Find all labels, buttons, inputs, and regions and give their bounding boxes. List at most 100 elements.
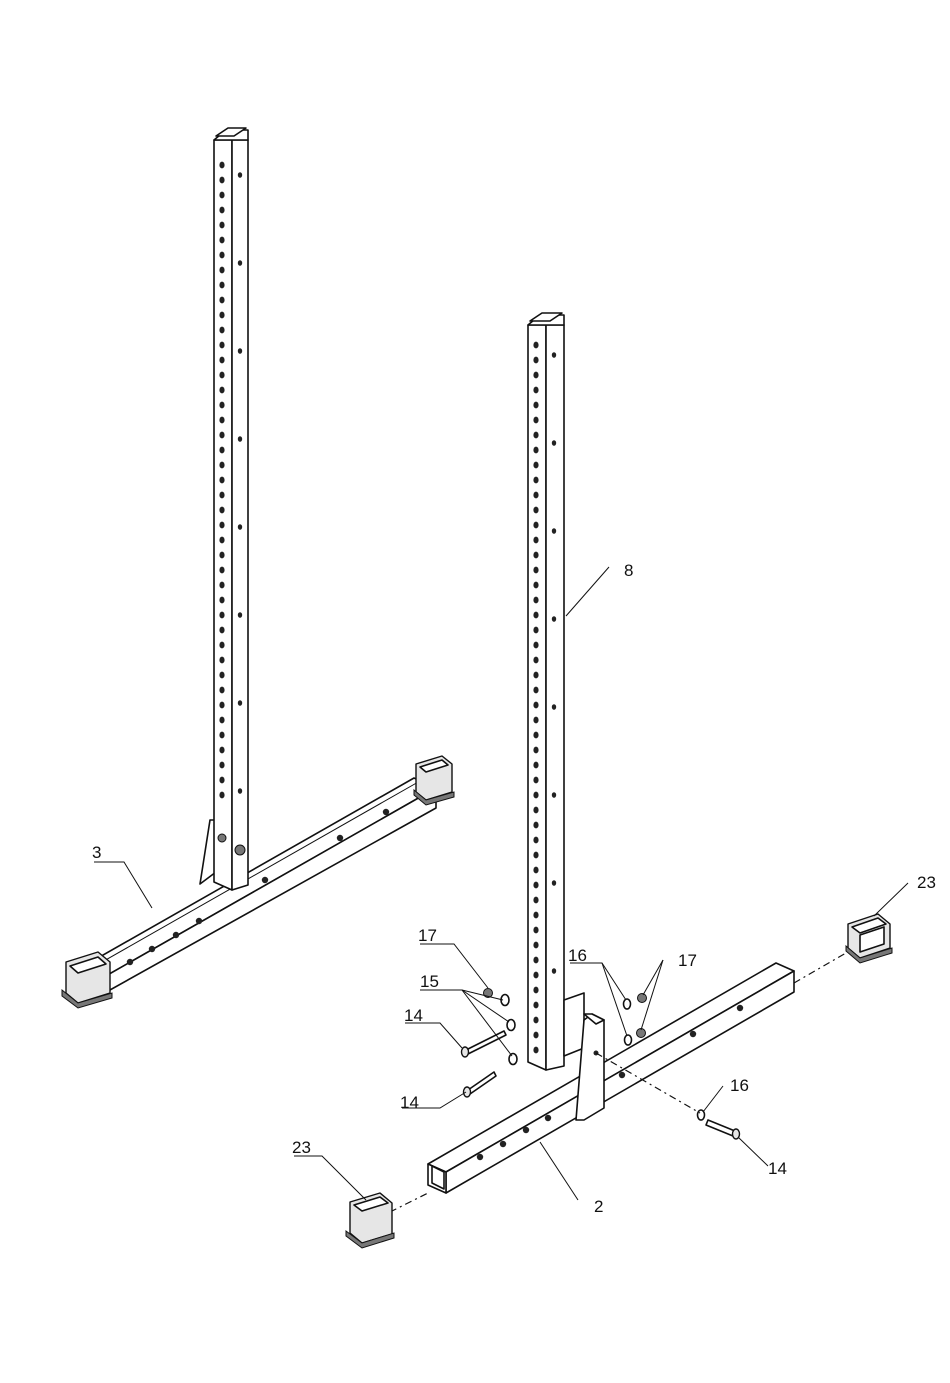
- left-base-beam: [68, 778, 436, 1000]
- upright-hole: [219, 582, 224, 589]
- upright-hole: [533, 1047, 538, 1054]
- right-upright-assembly: [428, 313, 794, 1193]
- upright-hole: [533, 927, 538, 934]
- upright-hole: [219, 762, 224, 769]
- upright-hole: [533, 567, 538, 574]
- upright-hole: [219, 447, 224, 454]
- upright-hole: [533, 717, 538, 724]
- bolt-14-upper: [462, 1031, 507, 1057]
- washer-16-top: [624, 999, 632, 1045]
- upright-hole: [533, 702, 538, 709]
- upright-hole: [533, 912, 538, 919]
- washer-15-group: [501, 995, 517, 1065]
- upright-hole: [533, 777, 538, 784]
- upright-hole: [533, 522, 538, 529]
- left-bolt-head-2: [235, 845, 245, 855]
- upright-hole: [219, 222, 224, 229]
- upright-hole: [219, 297, 224, 304]
- callout-23-left: 23: [292, 1138, 311, 1157]
- upright-hole: [533, 387, 538, 394]
- upright-hole: [219, 267, 224, 274]
- upright-hole: [219, 417, 224, 424]
- upright-hole: [533, 372, 538, 379]
- upright-hole: [219, 372, 224, 379]
- upright-hole: [533, 942, 538, 949]
- upright-hole: [533, 807, 538, 814]
- upright-hole: [533, 822, 538, 829]
- assembly-line-left-cap: [390, 1192, 430, 1212]
- upright-hole: [533, 642, 538, 649]
- upright-hole: [219, 597, 224, 604]
- upright-hole: [533, 897, 538, 904]
- upright-hole: [533, 972, 538, 979]
- upright-hole: [533, 687, 538, 694]
- upright-side-hole: [238, 172, 242, 178]
- upright-hole: [219, 312, 224, 319]
- left-base-foot-cap-rear: [414, 756, 454, 805]
- upright-hole: [533, 747, 538, 754]
- upright-hole: [533, 417, 538, 424]
- left-base-foot-cap-front: [62, 952, 112, 1008]
- upright-side-hole: [238, 260, 242, 266]
- upright-hole: [219, 642, 224, 649]
- upright-hole: [219, 177, 224, 184]
- callout-16-top: 16: [568, 946, 587, 965]
- upright-hole: [219, 522, 224, 529]
- callout-14-right: 14: [768, 1159, 787, 1178]
- upright-hole: [219, 402, 224, 409]
- upright-hole: [533, 357, 538, 364]
- foot-cap-23-left: [346, 1193, 394, 1248]
- upright-hole: [219, 777, 224, 784]
- bolt-14-lower: [464, 1072, 497, 1097]
- upright-hole: [533, 852, 538, 859]
- foot-cap-23-right: [846, 914, 892, 963]
- callout-14-lower: 14: [400, 1093, 419, 1112]
- upright-side-hole: [552, 352, 556, 358]
- upright-hole: [219, 477, 224, 484]
- upright-hole: [219, 552, 224, 559]
- upright-hole: [533, 447, 538, 454]
- upright-hole: [219, 357, 224, 364]
- left-bolt-head: [218, 834, 226, 842]
- upright-hole: [533, 537, 538, 544]
- upright-hole: [219, 657, 224, 664]
- upright-hole: [533, 627, 538, 634]
- upright-hole: [219, 492, 224, 499]
- upright-hole: [533, 492, 538, 499]
- upright-hole: [219, 732, 224, 739]
- upright-hole: [533, 762, 538, 769]
- upright-hole: [533, 612, 538, 619]
- bolt-14-right: [706, 1120, 740, 1139]
- upright-hole: [533, 837, 538, 844]
- upright-hole: [533, 672, 538, 679]
- upright-hole: [219, 507, 224, 514]
- upright-hole: [219, 237, 224, 244]
- upright-hole: [533, 507, 538, 514]
- callout-8: 8: [624, 561, 633, 580]
- upright-side-hole: [552, 704, 556, 710]
- upright-hole: [219, 702, 224, 709]
- upright-hole: [533, 582, 538, 589]
- upright-hole: [533, 657, 538, 664]
- assembly-line-right-cap: [794, 953, 846, 983]
- left-upright-assembly: [62, 128, 454, 1008]
- upright-side-hole: [552, 616, 556, 622]
- upright-hole: [533, 1032, 538, 1039]
- upright-hole: [533, 462, 538, 469]
- nut-17-right: [637, 994, 647, 1038]
- upright-side-hole: [238, 348, 242, 354]
- upright-hole: [219, 672, 224, 679]
- upright-side-hole: [552, 880, 556, 886]
- upright-hole: [219, 282, 224, 289]
- callout-17-left: 17: [418, 926, 437, 945]
- upright-hole: [219, 387, 224, 394]
- upright-hole: [219, 792, 224, 799]
- callout-16-bolt: 16: [730, 1076, 749, 1095]
- upright-hole: [219, 462, 224, 469]
- upright-side-hole: [552, 528, 556, 534]
- upright-hole: [219, 327, 224, 334]
- upright-hole: [219, 627, 224, 634]
- upright-hole: [219, 342, 224, 349]
- callout-17-right: 17: [678, 951, 697, 970]
